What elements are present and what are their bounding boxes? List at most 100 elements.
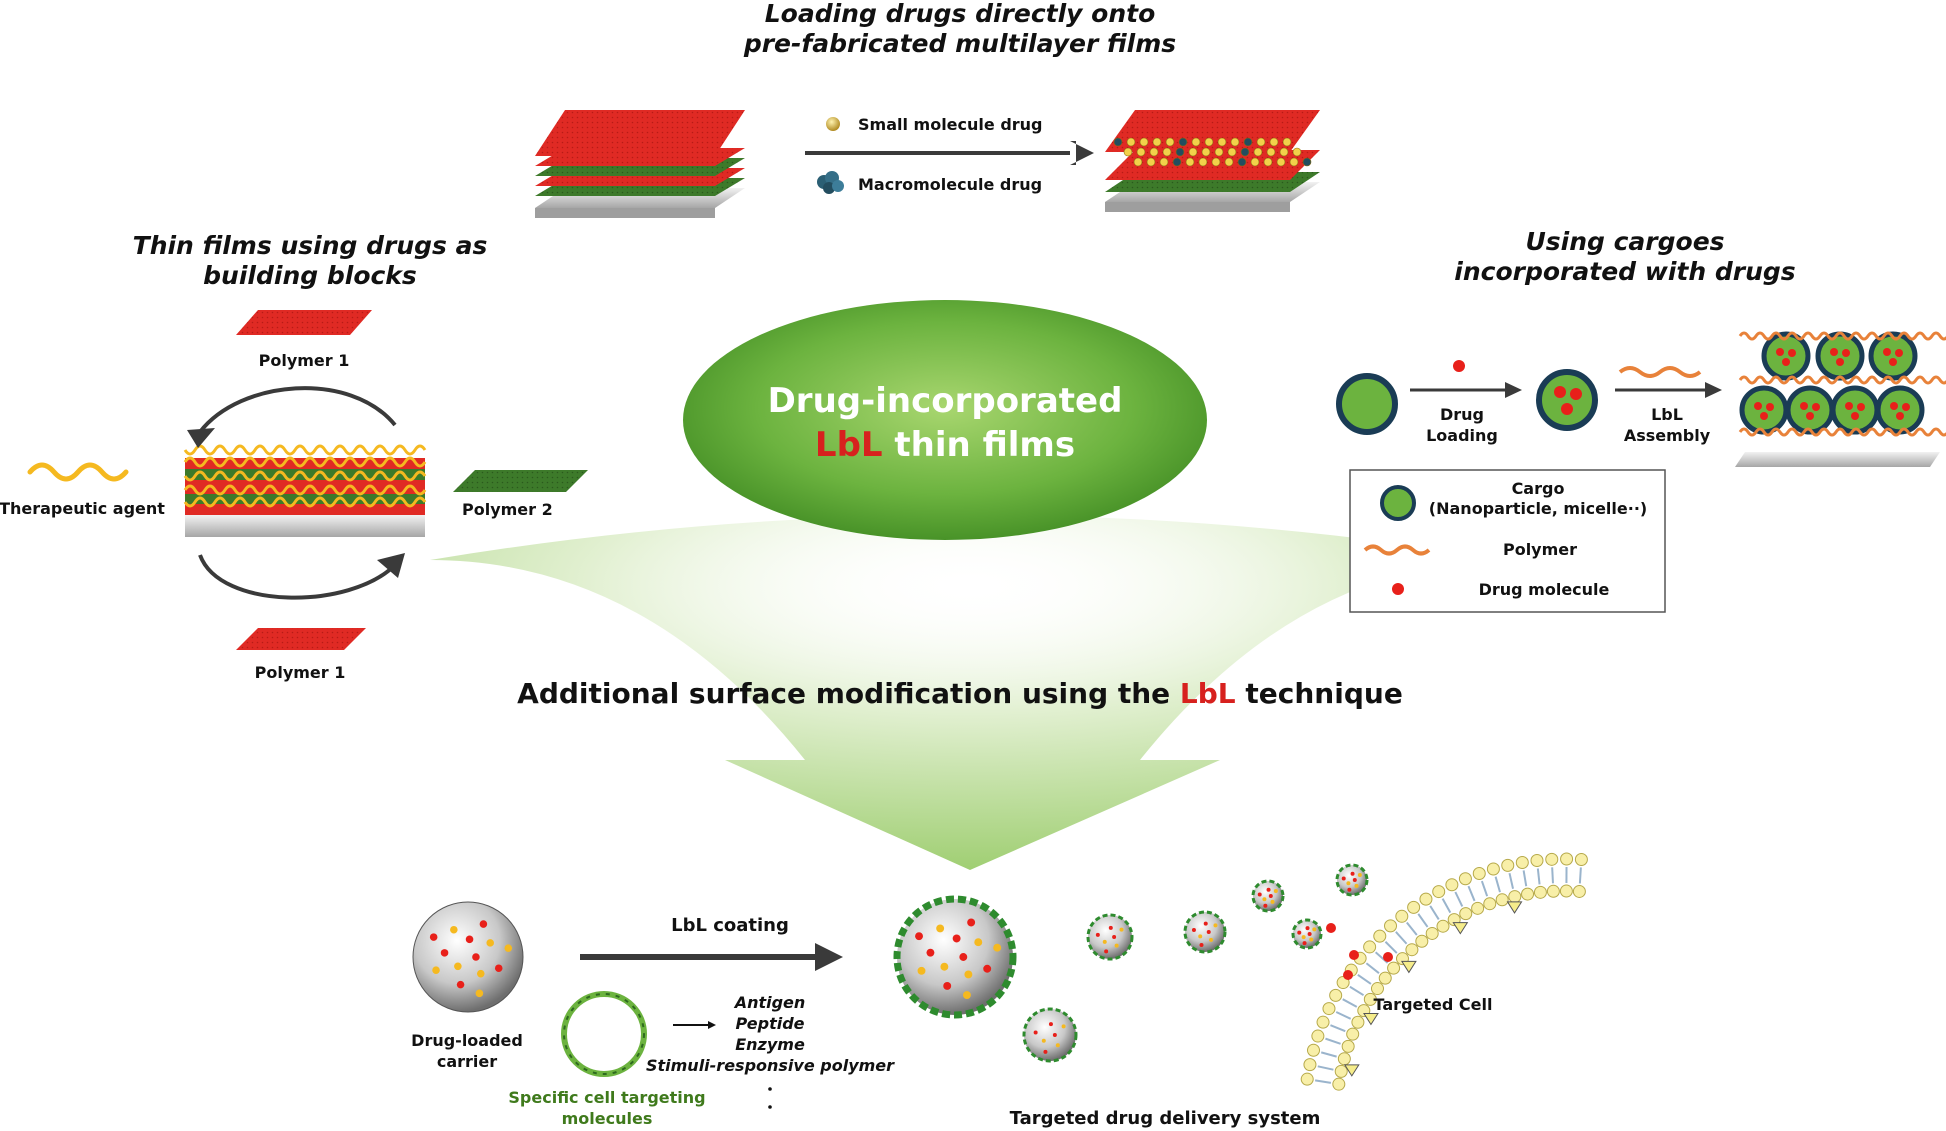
film-cargo-drug: [1889, 358, 1897, 366]
loaded-drug-dot: [1175, 147, 1185, 157]
film-cargo-drug: [1896, 412, 1904, 420]
loaded-drug-dot: [1292, 147, 1302, 157]
therapeutic-agent-icon: [27, 462, 129, 482]
lipid-head: [1458, 872, 1472, 886]
small-drug-label: Small molecule drug: [858, 115, 1043, 134]
lipid-head: [1574, 853, 1588, 867]
film-cargo-drug: [1766, 403, 1774, 411]
lipid-head: [1486, 862, 1500, 876]
small-carrier-drug: [1213, 923, 1218, 928]
small-carrier-drug: [1309, 937, 1314, 942]
lipid-head: [1363, 992, 1377, 1006]
small-carrier-drug: [1033, 1030, 1038, 1035]
therapeutic-strand: [183, 444, 427, 456]
film-cargo: [1830, 385, 1880, 435]
targeting-2: Enzyme: [735, 1035, 805, 1054]
released-drug-dot: [1383, 952, 1393, 962]
therapeutic-strand: [183, 456, 427, 468]
lipid-tail: [1335, 1011, 1352, 1020]
therapeutic-agent-label: Therapeutic agent: [0, 499, 165, 518]
carrier-drug-dot: [486, 939, 494, 947]
top-loading-arrowhead: [1070, 141, 1094, 165]
polymer1-top-sheet: [236, 310, 372, 335]
loaded-drug-dot: [1256, 137, 1266, 147]
top-heading-line1: Loading drugs directly onto: [765, 0, 1156, 28]
lipid-head: [1515, 856, 1529, 870]
coated-drug-dot: [983, 964, 992, 973]
carrier-drug-dot: [432, 966, 440, 974]
specific-line1: Specific cell targeting: [508, 1088, 705, 1107]
coated-drug-dot: [962, 991, 971, 1000]
targeting-0: Antigen: [733, 993, 806, 1012]
polymer-squiggle: [1618, 366, 1702, 378]
lipid-head: [1459, 907, 1473, 921]
small-carrier-drug: [1198, 934, 1203, 939]
small-carrier: [1253, 881, 1283, 911]
carrier-drug-dot: [456, 980, 465, 989]
lbl-film-stack: [183, 444, 427, 537]
center-ellipse: [683, 300, 1207, 540]
lipid-head: [1521, 887, 1535, 901]
film-cargo-drug: [1806, 412, 1814, 420]
small-carrier-drug: [1119, 927, 1124, 932]
film-polymer: [1738, 331, 1946, 341]
top-heading-line2: pre-fabricated multilayer films: [743, 29, 1176, 58]
small-carrier-drug: [1257, 892, 1262, 897]
left-heading-line2: building blocks: [203, 261, 417, 290]
loaded-drug-dot: [1211, 157, 1221, 167]
lipid-tail: [1314, 1079, 1332, 1084]
lipid-tail: [1406, 921, 1418, 936]
lipid-head: [1572, 884, 1586, 898]
cargo-loaded-drug: [1561, 403, 1573, 415]
lipid-head: [1322, 1002, 1336, 1016]
lipid-tail: [1395, 931, 1408, 945]
small-carrier-drug: [1270, 899, 1275, 904]
small-carrier: [1185, 912, 1225, 952]
coated-carrier: [897, 899, 1013, 1015]
lipid-tail: [1441, 898, 1452, 914]
small-carrier: [1088, 915, 1132, 959]
step2-line1: LbL: [1651, 405, 1683, 424]
targeting-1: Peptide: [735, 1014, 804, 1033]
carrier-drug-dot: [450, 925, 458, 934]
polymer1-bottom-sheet: [236, 628, 366, 650]
small-carrier-drug: [1048, 1022, 1053, 1027]
system-label: Targeted drug delivery system: [1010, 1108, 1321, 1129]
lipid-tail: [1551, 867, 1554, 884]
legend-drug: Drug molecule: [1479, 580, 1610, 599]
small-carrier-drug: [1302, 941, 1307, 946]
small-carrier: [1293, 920, 1321, 948]
coated-drug-dot: [993, 943, 1002, 952]
loaded-drug-dot: [1113, 137, 1123, 147]
coated-drug-dot: [964, 970, 973, 979]
film-cargo-drug: [1812, 403, 1820, 411]
lipid-head: [1395, 909, 1409, 923]
lipid-head: [1501, 858, 1515, 872]
macro-drug-label: Macromolecule drug: [858, 175, 1042, 194]
lipid-tail: [1384, 941, 1398, 954]
lipid-head: [1472, 866, 1486, 880]
step2-line2: Assembly: [1624, 426, 1711, 445]
loaded-drug-dot: [1165, 137, 1175, 147]
small-carrier-drug: [1307, 932, 1312, 936]
cycle-arrow-top: [198, 386, 397, 434]
small-carrier-drug: [1095, 932, 1100, 937]
polymer1-bottom-label: Polymer 1: [255, 663, 346, 682]
cell-membrane: [1300, 852, 1588, 1091]
film-polymer: [1738, 375, 1946, 385]
coated-drug-dot: [974, 938, 983, 947]
lipid-head: [1307, 1043, 1321, 1057]
legend-cargo-icon: [1380, 485, 1416, 521]
film-cargo-drug: [1842, 349, 1850, 357]
loaded-drug-dot: [1227, 147, 1237, 157]
film-cargo-drug: [1782, 358, 1790, 366]
left-heading-line1: Thin films using drugs as: [133, 231, 488, 260]
therapeutic-strand: [183, 496, 427, 508]
loaded-drug-dot: [1266, 147, 1276, 157]
lipid-head: [1530, 854, 1544, 868]
small-carrier-drug: [1273, 889, 1278, 894]
film-cargo: [1739, 385, 1789, 435]
film-cargo: [1785, 385, 1835, 435]
lipid-tail: [1357, 973, 1372, 985]
center-line1: Drug-incorporated: [768, 381, 1123, 421]
